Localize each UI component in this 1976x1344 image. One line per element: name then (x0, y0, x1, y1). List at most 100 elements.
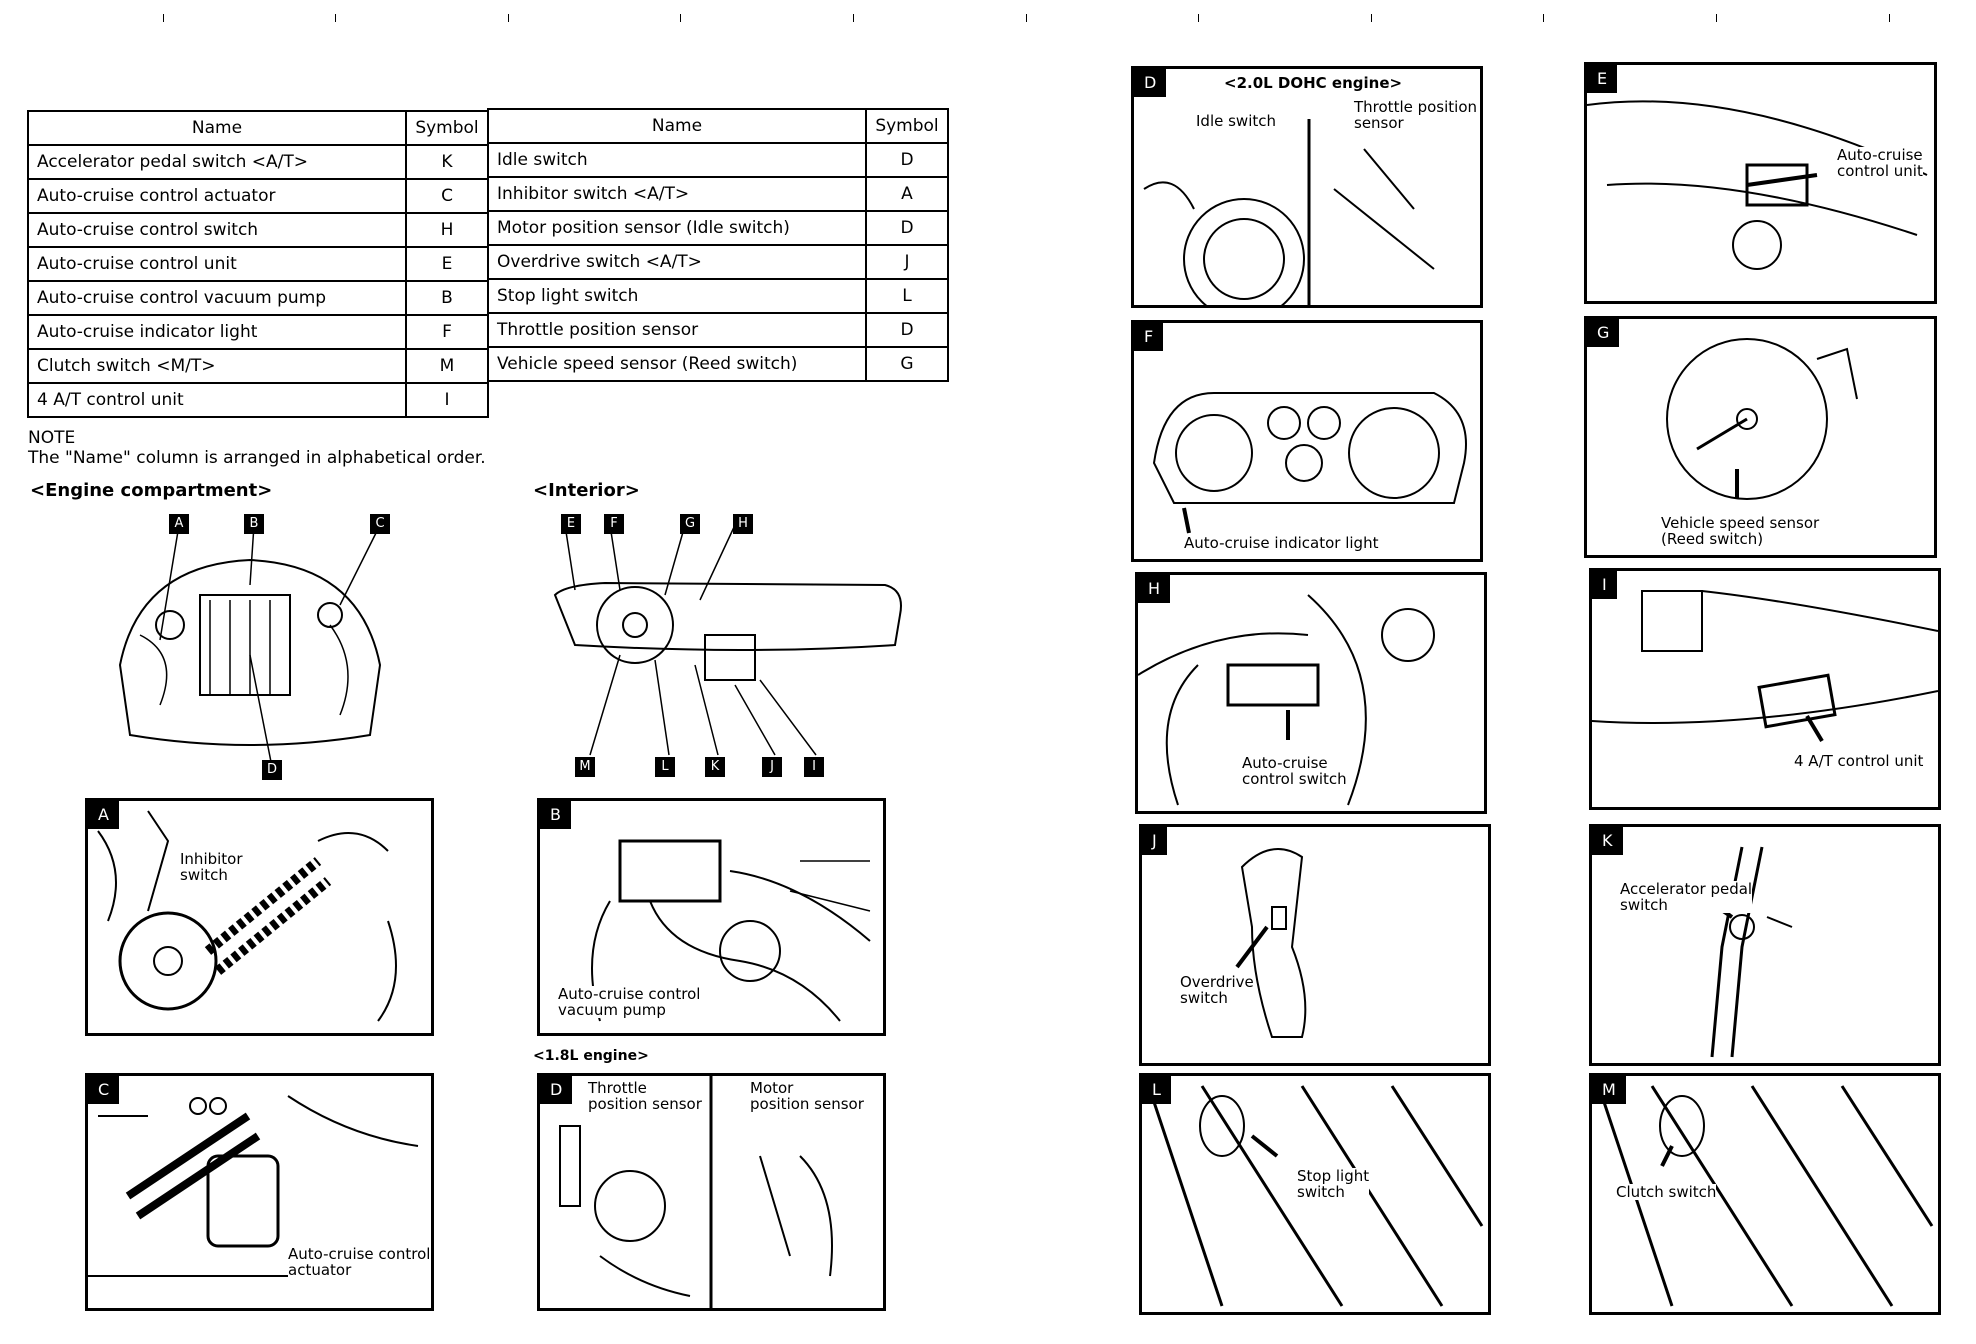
d-2.0l-dohc-engine-title: <2.0L DOHC engine> (1224, 74, 1403, 92)
control-unit-label: Auto-cruise control unit (1837, 146, 1923, 180)
panel-a-inhibitor-switch: A Inhibitor switch (85, 798, 434, 1036)
panel-letter: D (1134, 69, 1167, 97)
parts-table-left: Name Symbol Accelerator pedal switch <A/… (27, 110, 489, 418)
column-header-name: Name (487, 108, 867, 144)
engine-compartment-drawing (118, 524, 382, 768)
vacuum-pump-label: Auto-cruise control vacuum pump (558, 985, 701, 1019)
table-row: Clutch switch <M/T>M (27, 348, 489, 384)
panel-f-indicator-light: F Auto-cruise indicator light (1131, 320, 1483, 562)
idle-switch-label: Idle switch (1196, 112, 1276, 130)
panel-d-1.8l-engine: D Throttle position sensor Motor positio… (537, 1073, 886, 1311)
page-tick (163, 14, 164, 22)
throttle-position-sensor-label: Throttle position sensor (588, 1079, 702, 1113)
part-symbol: H (405, 212, 489, 248)
part-symbol: K (405, 144, 489, 180)
panel-e-control-unit: E Auto-cruise control unit (1584, 62, 1937, 304)
part-name: Inhibitor switch <A/T> (487, 176, 867, 212)
panel-m-clutch-switch: M Clutch switch (1589, 1073, 1941, 1315)
panel-letter: E (1587, 65, 1618, 93)
page-tick (508, 14, 509, 22)
at-control-unit-drawing (1592, 590, 1938, 743)
clutch-switch-label: Clutch switch (1616, 1183, 1717, 1201)
instrument-cluster-drawing (1152, 392, 1467, 534)
page-tick (1716, 14, 1717, 22)
panel-letter: A (88, 801, 119, 829)
part-symbol: J (865, 244, 949, 280)
panel-j-overdrive-switch: J Overdrive switch (1139, 824, 1491, 1066)
panel-letter: G (1587, 319, 1620, 347)
callout-a: A (169, 514, 189, 534)
part-name: 4 A/T control unit (27, 382, 407, 418)
inhibitor-switch-label: Inhibitor switch (180, 850, 243, 884)
part-symbol: I (405, 382, 489, 418)
actuator-drawing (88, 1095, 428, 1277)
part-symbol: G (865, 346, 949, 382)
part-symbol: C (405, 178, 489, 214)
part-symbol: D (865, 312, 949, 348)
part-symbol: D (865, 142, 949, 178)
interior-heading: <Interior> (533, 480, 640, 501)
note-title: NOTE (28, 428, 76, 448)
column-header-symbol: Symbol (405, 110, 489, 146)
throttle-position-sensor-label: Throttle position sensor (1354, 98, 1478, 132)
part-symbol: B (405, 280, 489, 316)
panel-letter: C (88, 1076, 120, 1104)
overdrive-switch-label: Overdrive switch (1180, 973, 1254, 1007)
panel-b-vacuum-pump: B Auto-cruise control vacuum pump (537, 798, 886, 1036)
panel-letter: D (540, 1076, 573, 1104)
part-symbol: E (405, 246, 489, 282)
part-name: Auto-cruise control actuator (27, 178, 407, 214)
indicator-light-label: Auto-cruise indicator light (1184, 534, 1379, 552)
interior-dashboard-drawing (553, 524, 902, 756)
page-tick (335, 14, 336, 22)
motor-position-sensor-label: Motor position sensor (750, 1079, 864, 1113)
panel-letter: L (1142, 1076, 1171, 1104)
callout-g: G (680, 514, 700, 534)
callout-m: M (575, 757, 595, 777)
page-tick (1543, 14, 1544, 22)
page-tick (853, 14, 854, 22)
part-symbol: M (405, 348, 489, 384)
part-symbol: A (865, 176, 949, 212)
note-text: The "Name" column is arranged in alphabe… (28, 448, 486, 468)
part-name: Auto-cruise control switch (27, 212, 407, 248)
page-tick (1371, 14, 1372, 22)
panel-d-2.0l-dohc-engine: D <2.0L DOHC engine> Idle switch Throttl… (1131, 66, 1483, 308)
part-name: Auto-cruise control unit (27, 246, 407, 282)
accelerator-pedal-drawing (1700, 846, 1793, 1058)
part-name: Idle switch (487, 142, 867, 178)
callout-h: H (733, 514, 753, 534)
panel-i-at-control-unit: I 4 A/T control unit (1589, 568, 1941, 810)
table-row: Inhibitor switch <A/T>A (487, 176, 949, 212)
control-unit-drawing (1587, 100, 1928, 270)
clutch-switch-drawing (1600, 1085, 1934, 1307)
panel-l-stop-light-switch: L Stop light switch (1139, 1073, 1491, 1315)
table-row: Vehicle speed sensor (Reed switch)G (487, 346, 949, 382)
part-name: Motor position sensor (Idle switch) (487, 210, 867, 246)
part-symbol: L (865, 278, 949, 314)
callout-b: B (244, 514, 264, 534)
shift-lever-drawing (1235, 848, 1307, 1038)
callout-c: C (370, 514, 390, 534)
part-name: Accelerator pedal switch <A/T> (27, 144, 407, 180)
stop-light-switch-label: Stop light switch (1297, 1167, 1370, 1201)
actuator-label: Auto-cruise control actuator (288, 1245, 431, 1279)
panel-h-control-switch: H Auto-cruise control switch (1135, 572, 1487, 814)
panel-k-accelerator-switch: K Accelerator pedal switch (1589, 824, 1941, 1066)
callout-k: K (705, 757, 725, 777)
part-name: Auto-cruise control vacuum pump (27, 280, 407, 316)
panel-letter: M (1592, 1076, 1626, 1104)
callout-f: F (604, 514, 624, 534)
part-symbol: D (865, 210, 949, 246)
part-name: Vehicle speed sensor (Reed switch) (487, 346, 867, 382)
speedometer-drawing (1666, 338, 1858, 500)
interior-overview: E F G H M L K J I (545, 505, 905, 785)
at-control-unit-label: 4 A/T control unit (1794, 752, 1924, 770)
